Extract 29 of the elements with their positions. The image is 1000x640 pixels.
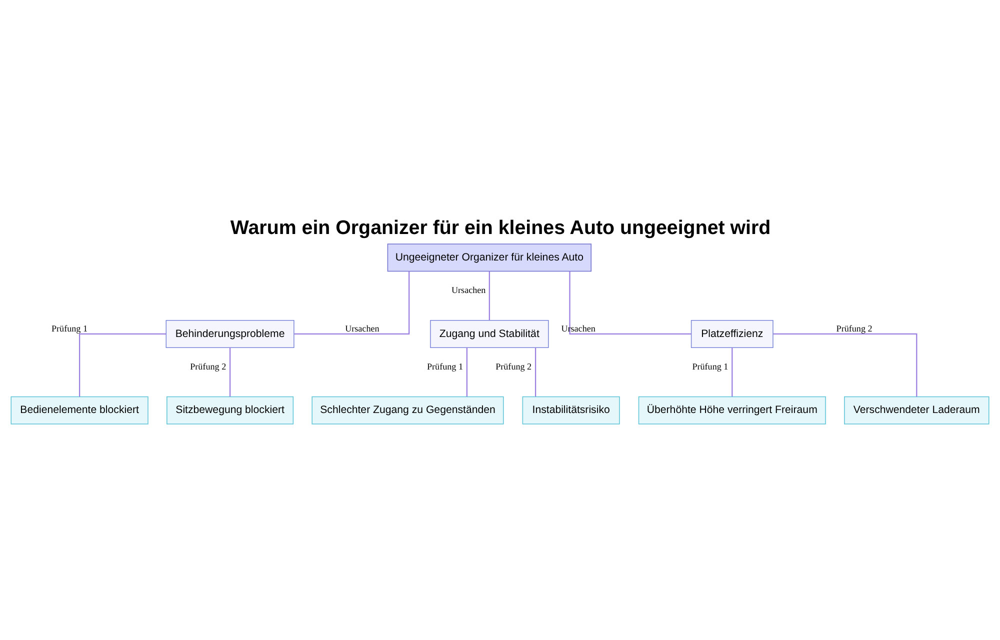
diagram-title: Warum ein Organizer für ein kleines Auto ungeeignet wird: [230, 217, 771, 240]
node-box: Sitzbewegung blockiert: [166, 396, 294, 424]
connector: [79, 333, 166, 397]
edge-label: Ursachen: [561, 323, 596, 334]
edge-label: Prüfung 2: [836, 323, 872, 334]
node-box: Instabilitätsrisiko: [522, 396, 620, 424]
node-box: Überhöhte Höhe verringert Freiraum: [638, 396, 826, 424]
edge-label: Prüfung 2: [190, 362, 226, 372]
connector: [732, 348, 733, 397]
edge-label: Prüfung 1: [51, 323, 88, 334]
node-box: Platzeffizienz: [690, 320, 774, 348]
connector: [294, 271, 410, 335]
edge-label: Prüfung 1: [426, 362, 463, 372]
node-box: Ungeeigneter Organizer für kleines Auto: [387, 244, 592, 272]
connector: [229, 348, 231, 397]
connector: [466, 348, 468, 397]
node-box: Behinderungsprobleme: [166, 320, 294, 348]
node-box: Schlechter Zugang zu Gegenständen: [312, 396, 504, 424]
node-box: Zugang und Stabilität: [430, 320, 549, 348]
edge-label: Prüfung 2: [496, 362, 532, 372]
connector: [534, 348, 536, 397]
edge-label: Ursachen: [452, 285, 486, 296]
connector: [773, 333, 918, 397]
connector: [488, 271, 490, 320]
edge-label: Ursachen: [345, 323, 380, 334]
node-box: Bedienelemente blockiert: [10, 396, 148, 424]
connector: [569, 271, 692, 335]
node-box: Verschwendeter Laderaum: [844, 396, 990, 424]
edge-label: Prüfung 1: [692, 362, 728, 372]
